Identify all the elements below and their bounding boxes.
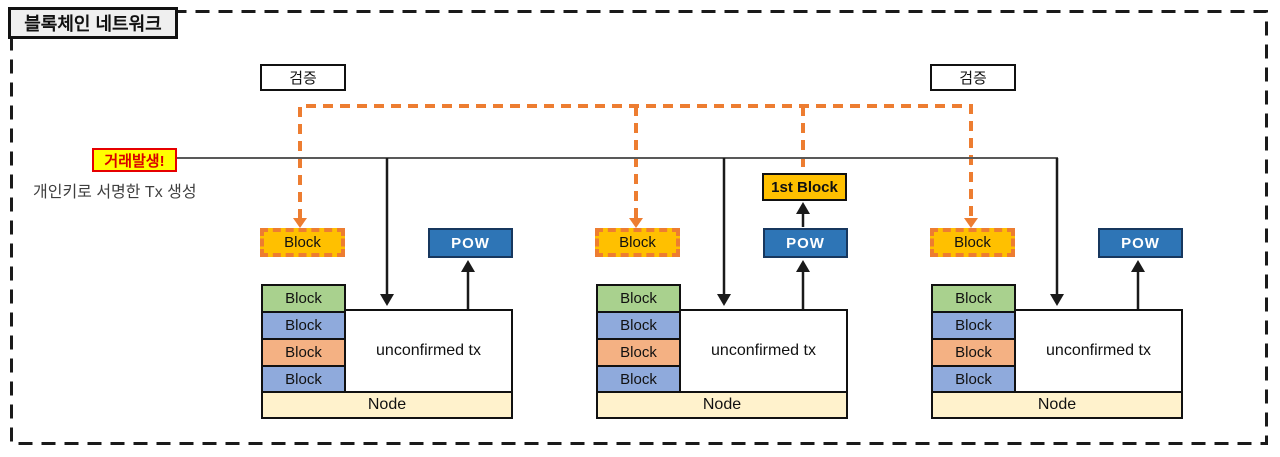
node-group-1: Block POW Block Block Block Block unconf…	[260, 228, 515, 420]
chain-block: Block	[261, 284, 346, 313]
first-block-box: 1st Block	[762, 173, 847, 201]
diagram-title: 블록체인 네트워크	[8, 7, 178, 39]
chain-block: Block	[931, 284, 1016, 313]
chain-block: Block	[931, 311, 1016, 340]
pow-box: POW	[763, 228, 848, 258]
pow-up-arrowheads	[461, 260, 1145, 272]
chain-block: Block	[261, 365, 346, 394]
chain-block: Block	[596, 311, 681, 340]
unconfirmed-tx-pool: unconfirmed tx	[1014, 309, 1183, 393]
incoming-block-box: Block	[595, 228, 680, 257]
node-group-3: Block POW Block Block Block Block unconf…	[930, 228, 1185, 420]
node-label-bar: Node	[931, 391, 1183, 419]
tx-down-arrows	[385, 158, 1059, 295]
chain-block: Block	[596, 338, 681, 367]
tx-down-arrowheads	[380, 294, 1064, 306]
broadcast-dashed-lines	[298, 104, 973, 219]
unconfirmed-tx-pool: unconfirmed tx	[344, 309, 513, 393]
pow-box: POW	[428, 228, 513, 258]
pow-up-arrows	[466, 271, 1140, 309]
verify-box-left: 검증	[260, 64, 346, 91]
tx-event-badge: 거래발생!	[92, 148, 177, 172]
pow-box: POW	[1098, 228, 1183, 258]
tx-caption: 개인키로 서명한 Tx 생성	[33, 184, 197, 201]
chain-block: Block	[931, 338, 1016, 367]
incoming-block-box: Block	[930, 228, 1015, 257]
node-label-bar: Node	[596, 391, 848, 419]
node-group-2: Block POW Block Block Block Block unconf…	[595, 228, 850, 420]
verify-box-right: 검증	[930, 64, 1016, 91]
chain-block: Block	[931, 365, 1016, 394]
first-block-arrow	[796, 202, 810, 227]
chain-block: Block	[596, 365, 681, 394]
unconfirmed-tx-pool: unconfirmed tx	[679, 309, 848, 393]
chain-block: Block	[261, 338, 346, 367]
chain-block: Block	[596, 284, 681, 313]
outer-dashed-border	[10, 10, 1268, 445]
incoming-block-box: Block	[260, 228, 345, 257]
node-label-bar: Node	[261, 391, 513, 419]
chain-block: Block	[261, 311, 346, 340]
broadcast-arrowheads	[293, 218, 978, 228]
